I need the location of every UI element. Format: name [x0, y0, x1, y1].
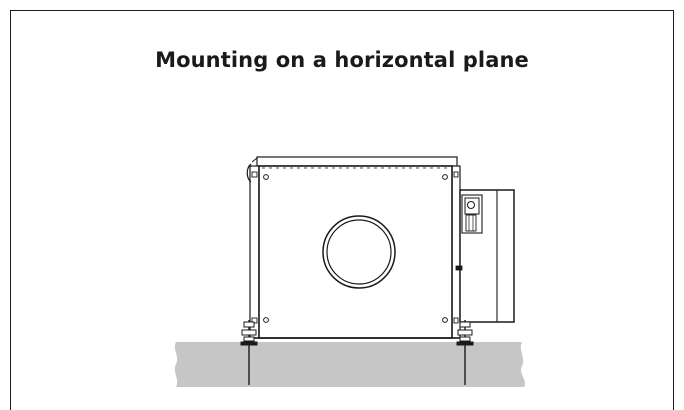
- ventilation-unit-icon: [246, 156, 515, 339]
- diagram-frame: [10, 10, 674, 410]
- floor-slab-icon: [174, 342, 525, 387]
- anchor-bolt-icon: [456, 320, 474, 385]
- diagram-title: Mounting on a horizontal plane: [155, 48, 529, 72]
- anchor-bolt-icon: [240, 320, 258, 385]
